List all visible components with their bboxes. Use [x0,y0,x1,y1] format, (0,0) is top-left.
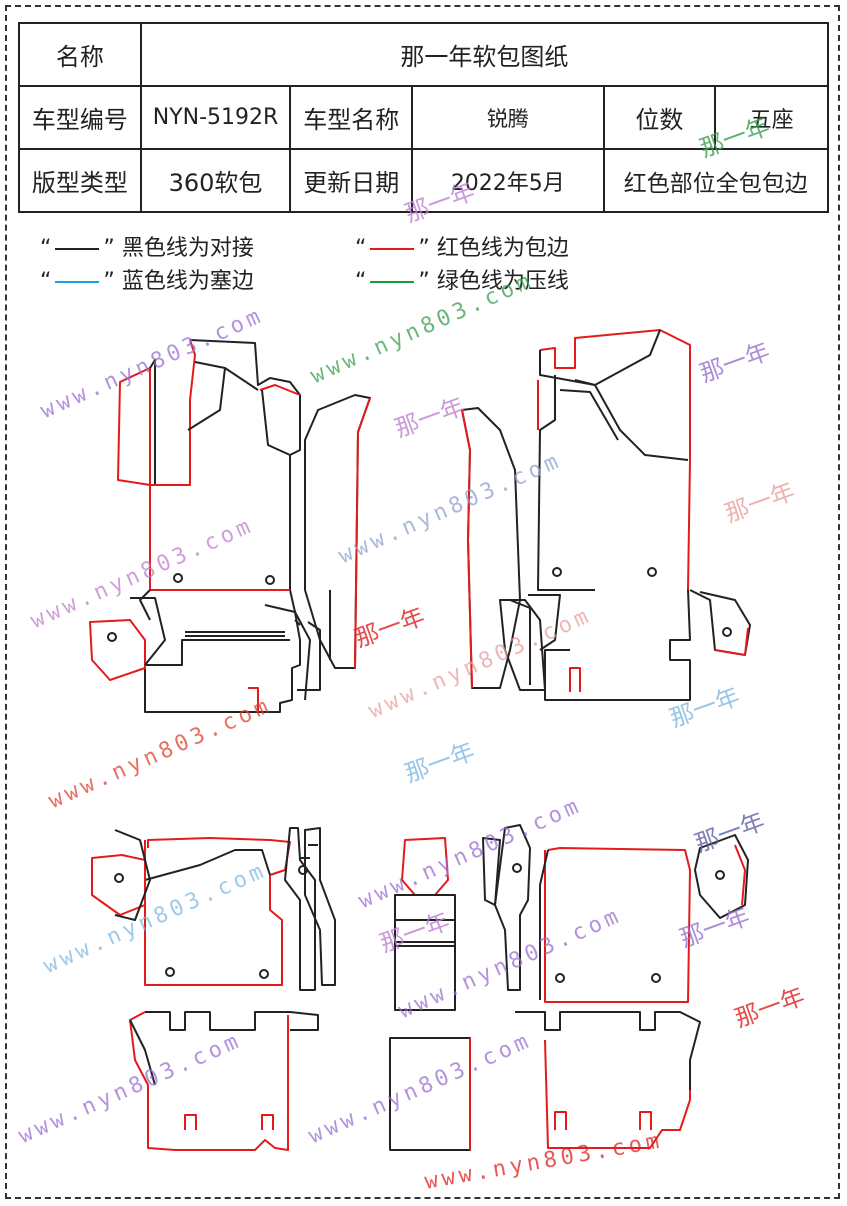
legend-red: “ ” 红色线为包边 [355,230,569,262]
red-line-sample [370,248,415,250]
update-label: 更新日期 [289,148,414,213]
quote-close: ” [103,269,115,294]
name-label: 名称 [18,22,142,87]
green-line-sample [370,281,415,283]
pattern-front-left [89,339,371,713]
pattern-rear-left [91,827,336,1151]
quote-close: ” [418,269,430,294]
quote-open: “ [40,269,52,294]
quote-open: “ [355,236,367,261]
legend-black-text: 黑色线为对接 [121,236,254,261]
seats-label: 位数 [602,85,717,150]
legend-black: “ ” 黑色线为对接 [40,230,254,262]
quote-close: ” [103,236,115,261]
name-value: 那一年软包图纸 [139,22,830,87]
legend-green: “ ” 绿色线为压线 [355,263,569,295]
quote-close: ” [418,236,430,261]
legend-blue: “ ” 蓝色线为塞边 [40,263,254,295]
seats-value: 五座 [714,85,829,150]
pattern-front-right [461,329,751,701]
model-code-value: NYN-5192R [139,85,292,150]
spec-table: 名称 那一年软包图纸 车型编号 NYN-5192R 车型名称 锐腾 位数 五座 … [18,22,830,213]
pattern-center-tunnel [389,824,531,1151]
legend-green-text: 绿色线为压线 [436,269,569,294]
legend-red-text: 红色线为包边 [436,236,569,261]
note-value: 红色部位全包包边 [602,148,830,213]
type-label: 版型类型 [18,148,142,213]
quote-open: “ [355,269,367,294]
pattern-rear-right [515,834,749,1149]
page-border [5,5,840,1199]
type-value: 360软包 [139,148,292,213]
model-code-label: 车型编号 [18,85,142,150]
legend-blue-text: 蓝色线为塞边 [121,269,254,294]
model-name-label: 车型名称 [289,85,414,150]
update-value: 2022年5月 [411,148,605,213]
blue-line-sample [55,281,100,283]
model-name-value: 锐腾 [411,85,605,150]
black-line-sample [55,248,100,250]
quote-open: “ [40,236,52,261]
